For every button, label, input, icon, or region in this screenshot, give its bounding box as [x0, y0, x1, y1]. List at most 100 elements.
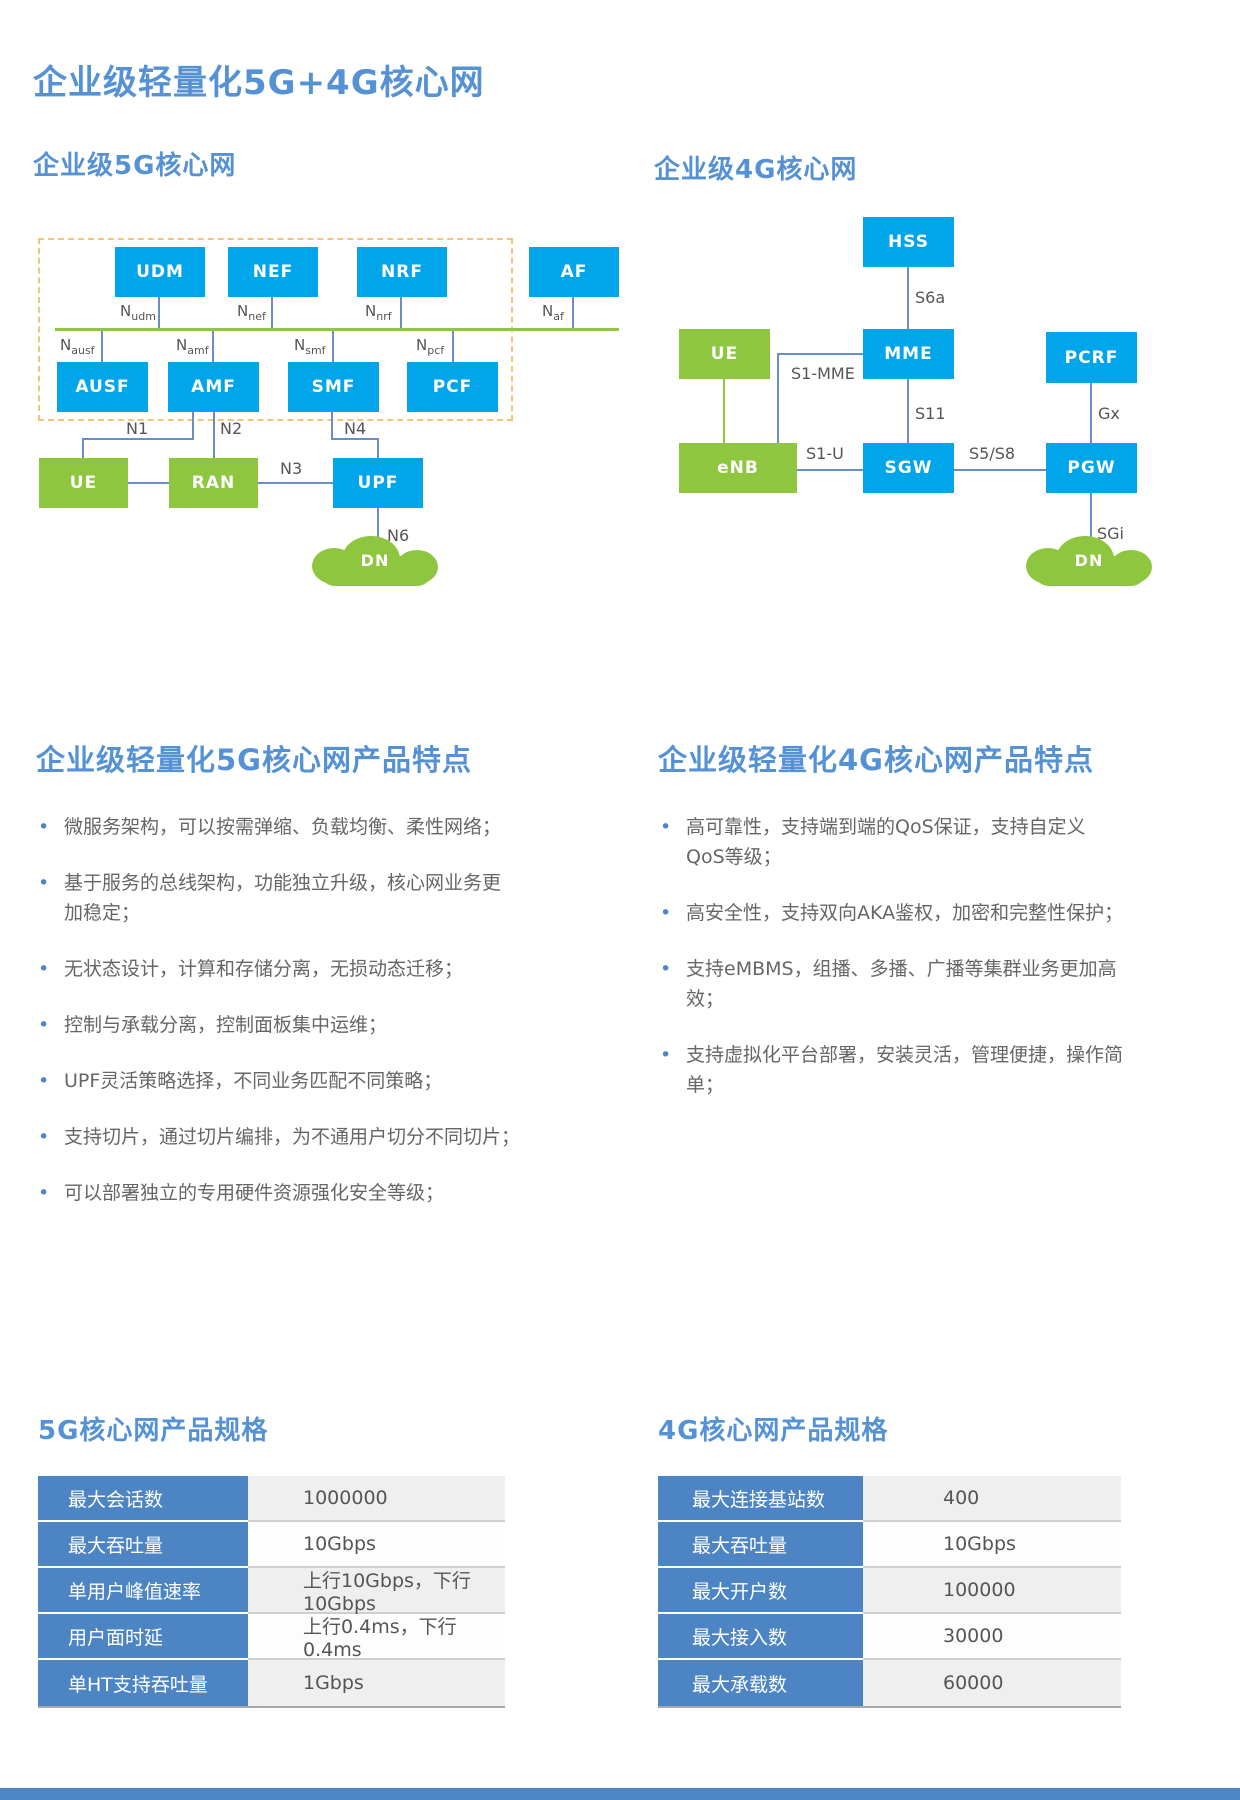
s1mme-line [777, 353, 779, 443]
dn-cloud-4g: DN [1024, 536, 1154, 588]
spec-value: 60000 [863, 1660, 1121, 1706]
spec-label: 单用户峰值速率 [38, 1568, 248, 1614]
udm-bus-line [158, 297, 160, 328]
feature-item: 高安全性，支持双向AKA鉴权，加密和完整性保护； [660, 898, 1140, 928]
if-s1mme-label: S1-MME [791, 364, 855, 383]
spec-label: 单HT支持吞吐量 [38, 1660, 248, 1706]
spec-value: 30000 [863, 1614, 1121, 1660]
node-sgw: SGW [863, 443, 954, 493]
smf-bus-line [332, 331, 334, 362]
feature-item: 支持eMBMS，组播、多播、广播等集群业务更加高效； [660, 954, 1140, 1014]
table-row: 最大开户数 100000 [658, 1568, 1121, 1614]
if-namf-label: Namf [176, 336, 209, 357]
n1-line [82, 438, 194, 440]
s1mme-line [777, 353, 863, 355]
table-row: 单用户峰值速率 上行10Gbps，下行10Gbps [38, 1568, 505, 1615]
spec-value: 400 [863, 1476, 1121, 1522]
if-n6-label: N6 [387, 526, 410, 545]
n1-line [192, 412, 194, 440]
specs-4g-table: 最大连接基站数 400 最大吞吐量 10Gbps 最大开户数 100000 最大… [658, 1476, 1121, 1708]
if-nudm-label: Nudm [120, 302, 156, 323]
spec-label: 最大吞吐量 [38, 1522, 248, 1568]
diagram-4g-title: 企业级4G核心网 [654, 155, 858, 185]
n3-line [258, 482, 333, 484]
node-nrf: NRF [357, 247, 447, 297]
table-row: 最大连接基站数 400 [658, 1476, 1121, 1522]
node-nef: NEF [228, 247, 318, 297]
feature-text: 高安全性，支持双向AKA鉴权，加密和完整性保护； [686, 902, 1124, 924]
n2-line [213, 412, 215, 458]
node-pgw: PGW [1046, 443, 1137, 493]
if-nnrf-label: Nnrf [365, 302, 392, 323]
feature-item: 高可靠性，支持端到端的QoS保证，支持自定义 QoS等级； [660, 812, 1140, 872]
node-enb: eNB [679, 443, 797, 493]
feature-text: 支持虚拟化平台部署，安装灵活，管理便捷，操作简 单； [686, 1044, 1124, 1096]
if-n2-label: N2 [220, 419, 243, 438]
service-bus-line [55, 328, 619, 331]
feature-text: 高可靠性，支持端到端的QoS保证，支持自定义 QoS等级； [686, 816, 1086, 868]
node-ausf: AUSF [57, 362, 148, 412]
spec-value: 上行10Gbps，下行10Gbps [248, 1568, 505, 1615]
if-s11-label: S11 [915, 404, 946, 423]
n4-line [331, 412, 333, 440]
spec-value: 1Gbps [248, 1660, 505, 1706]
node-ran: RAN [169, 458, 258, 508]
specs-5g-table: 最大会话数 1000000 最大吞吐量 10Gbps 单用户峰值速率 上行10G… [38, 1476, 505, 1708]
spec-value: 100000 [863, 1568, 1121, 1614]
spec-label: 最大承载数 [658, 1660, 863, 1706]
specs-5g-title: 5G核心网产品规格 [38, 1416, 269, 1446]
feature-item: 控制与承载分离，控制面板集中运维； [38, 1010, 543, 1040]
node-smf: SMF [288, 362, 379, 412]
if-npcf-label: Npcf [416, 336, 445, 357]
feature-text: 微服务架构，可以按需弹缩、负载均衡、柔性网络； [64, 816, 502, 838]
if-nausf-label: Nausf [60, 336, 95, 357]
nef-bus-line [271, 297, 273, 328]
specs-4g-title: 4G核心网产品规格 [658, 1416, 889, 1446]
if-s1u-label: S1-U [806, 444, 844, 463]
node-amf: AMF [168, 362, 259, 412]
n1-line [82, 438, 84, 458]
table-row: 用户面时延 上行0.4ms，下行0.4ms [38, 1614, 505, 1661]
spec-label: 最大接入数 [658, 1614, 863, 1660]
dn-cloud-5g: DN [310, 536, 440, 588]
spec-label: 最大开户数 [658, 1568, 863, 1614]
feature-text: 支持切片，通过切片编排，为不通用户切分不同切片； [64, 1126, 521, 1148]
pcf-bus-line [452, 331, 454, 362]
sgi-line [1090, 493, 1092, 540]
feature-item: 支持虚拟化平台部署，安装灵活，管理便捷，操作简 单； [660, 1040, 1140, 1100]
feature-item: 无状态设计，计算和存储分离，无损动态迁移； [38, 954, 543, 984]
ue-enb-line [723, 379, 725, 443]
feature-item: 微服务架构，可以按需弹缩、负载均衡、柔性网络； [38, 812, 543, 842]
features-4g-list: 高可靠性，支持端到端的QoS保证，支持自定义 QoS等级； 高安全性，支持双向A… [660, 812, 1140, 1126]
s1u-line [797, 469, 863, 471]
node-upf: UPF [333, 458, 423, 508]
table-row: 最大吞吐量 10Gbps [38, 1522, 505, 1568]
table-row: 单HT支持吞吐量 1Gbps [38, 1660, 505, 1706]
spec-label: 用户面时延 [38, 1614, 248, 1660]
page-title: 企业级轻量化5G+4G核心网 [33, 63, 485, 103]
feature-item: 可以部署独立的专用硬件资源强化安全等级； [38, 1178, 543, 1208]
if-n4-label: N4 [344, 419, 367, 438]
node-ue-5g: UE [39, 458, 128, 508]
footer-accent-bar [0, 1788, 1240, 1800]
feature-item: 基于服务的总线架构，功能独立升级，核心网业务更 加稳定； [38, 868, 543, 928]
spec-label: 最大吞吐量 [658, 1522, 863, 1568]
s11-line [907, 379, 909, 443]
table-row: 最大会话数 1000000 [38, 1476, 505, 1522]
if-nnef-label: Nnef [237, 302, 266, 323]
node-af: AF [529, 247, 619, 297]
gx-line [1090, 383, 1092, 443]
if-s5s8-label: S5/S8 [969, 444, 1016, 463]
feature-item: 支持切片，通过切片编排，为不通用户切分不同切片； [38, 1122, 543, 1152]
table-row: 最大接入数 30000 [658, 1614, 1121, 1660]
node-hss: HSS [863, 217, 954, 267]
feature-text: 无状态设计，计算和存储分离，无损动态迁移； [64, 958, 464, 980]
spec-value: 10Gbps [863, 1522, 1121, 1568]
if-s6a-label: S6a [915, 288, 946, 307]
sba-dashed-boundary [38, 238, 513, 421]
node-ue-4g: UE [679, 329, 770, 379]
dn-cloud-4g-label: DN [1074, 551, 1104, 570]
ue-ran-line [128, 482, 169, 484]
spec-label: 最大连接基站数 [658, 1476, 863, 1522]
